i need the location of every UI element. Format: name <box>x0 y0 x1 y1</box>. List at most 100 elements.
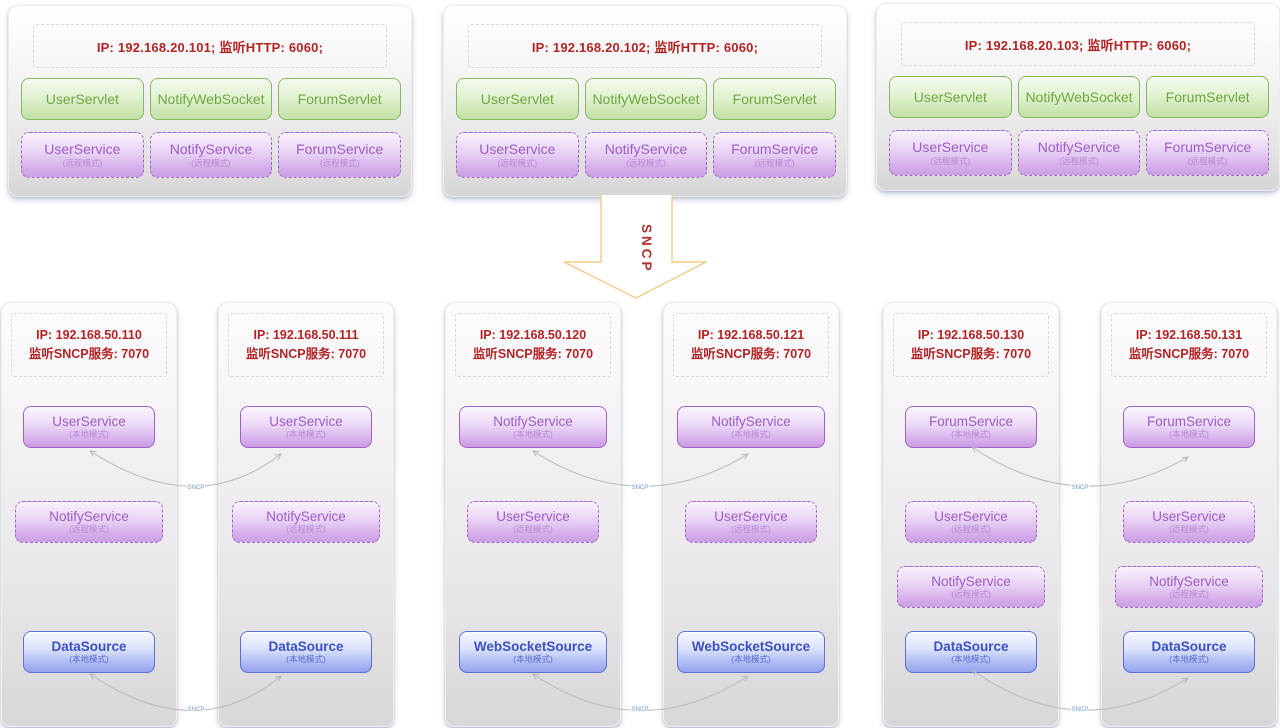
service-name: NotifyService <box>931 573 1011 589</box>
ip-header: IP: 192.168.20.103; 监听HTTP: 6060; <box>901 22 1255 66</box>
service-mode: (远程模式) <box>626 157 666 168</box>
remote-service-box: NotifyService(远程模式) <box>1115 566 1263 608</box>
service-name: NotifyService <box>1037 139 1121 156</box>
ip-line-1: IP: 192.168.50.120 <box>479 327 587 342</box>
ip-header: IP: 192.168.50.131 监听SNCP服务: 7070 <box>1111 313 1267 377</box>
ip-line-2: 监听SNCP服务: 7070 <box>1128 347 1250 361</box>
local-service-box: NotifyService(本地模式) <box>677 406 825 448</box>
service-name: ForumService <box>731 141 819 158</box>
source-service-box: DataSource(本地模式) <box>23 631 155 673</box>
remote-service-box: ForumService(远程模式) <box>713 132 837 178</box>
service-mode: (本地模式) <box>69 429 109 440</box>
service-mode: (本地模式) <box>69 654 109 665</box>
remote-service-box: NotifyService(远程模式) <box>897 566 1045 608</box>
service-name: WebSocketSource <box>691 638 811 654</box>
service-mode: (远程模式) <box>951 524 991 535</box>
servlet-box: ForumServlet <box>713 78 837 120</box>
servlet-box: ForumServlet <box>1146 76 1270 118</box>
service-mode: (远程模式) <box>286 524 326 535</box>
service-mode: (本地模式) <box>951 429 991 440</box>
service-mode: (远程模式) <box>1169 524 1209 535</box>
remote-service-box: ForumService(远程模式) <box>278 132 402 178</box>
service-mode: (本地模式) <box>286 429 326 440</box>
ip-header: IP: 192.168.50.110 监听SNCP服务: 7070 <box>11 313 167 377</box>
sncp-connector-label: SNCP <box>188 485 205 491</box>
source-service-box: WebSocketSource(本地模式) <box>677 631 825 673</box>
ip-header: IP: 192.168.50.111 监听SNCP服务: 7070 <box>228 313 384 377</box>
ip-header: IP: 192.168.20.102; 监听HTTP: 6060; <box>468 24 822 68</box>
remote-service-box: NotifyService(远程模式) <box>232 501 380 543</box>
sncp-connector-label: SNCP <box>188 707 205 713</box>
service-name: ForumService <box>1146 413 1232 429</box>
remote-service-row: UserService(远程模式)NotifyService(远程模式)Foru… <box>456 132 837 178</box>
service-mode: (远程模式) <box>497 157 538 168</box>
remote-service-box: ForumService(远程模式) <box>1146 130 1270 176</box>
ip-line-1: IP: 192.168.50.110 <box>36 327 142 342</box>
service-name: ForumService <box>296 141 384 158</box>
app-server-node: IP: 192.168.20.102; 监听HTTP: 6060; UserSer… <box>443 5 847 197</box>
local-service-box: UserService(本地模式) <box>23 406 155 448</box>
service-name: NotifyService <box>493 413 573 429</box>
service-mode: (远程模式) <box>731 524 771 535</box>
service-name: DataSource <box>268 638 344 654</box>
service-name: DataSource <box>1151 638 1227 654</box>
ip-line-1: IP: 192.168.50.130 <box>917 327 1025 342</box>
service-name: NotifyService <box>604 141 688 158</box>
ip-line-2: 监听SNCP服务: 7070 <box>28 347 150 361</box>
service-name: ForumService <box>1164 139 1252 156</box>
sncp-connector-label: SNCP <box>632 707 649 713</box>
service-mode: (本地模式) <box>1169 654 1209 665</box>
ip-line-1: IP: 192.168.50.111 <box>253 327 359 342</box>
servlet-box: NotifyWebSocket <box>149 78 273 120</box>
ip-line-1: IP: 192.168.50.121 <box>697 327 805 342</box>
service-mode: (远程模式) <box>69 524 109 535</box>
service-mode: (远程模式) <box>951 589 991 600</box>
service-mode: (远程模式) <box>319 157 360 168</box>
service-mode: (远程模式) <box>62 157 103 168</box>
ip-line-2: 监听SNCP服务: 7070 <box>472 347 594 361</box>
app-server-node: IP: 192.168.20.103; 监听HTTP: 6060; UserSer… <box>876 3 1280 191</box>
ip-line-2: 监听SNCP服务: 7070 <box>690 347 812 361</box>
remote-service-box: UserService(远程模式) <box>685 501 817 543</box>
service-name: UserService <box>479 141 556 158</box>
service-name: NotifyService <box>1149 573 1229 589</box>
local-service-box: ForumService(本地模式) <box>905 406 1037 448</box>
local-service-box: NotifyService(本地模式) <box>459 406 607 448</box>
remote-service-box: NotifyService(远程模式) <box>149 132 273 178</box>
sncp-connector-label: SNCP <box>1072 485 1089 491</box>
service-mode: (远程模式) <box>1187 155 1228 166</box>
sncp-connector-label: SNCP <box>632 485 649 491</box>
servlet-box: NotifyWebSocket <box>1017 76 1141 118</box>
service-name: NotifyService <box>266 508 346 524</box>
service-name: DataSource <box>933 638 1009 654</box>
servlet-box: UserServlet <box>889 76 1012 118</box>
remote-service-box: NotifyService(远程模式) <box>584 132 708 178</box>
ip-header: IP: 192.168.50.121 监听SNCP服务: 7070 <box>673 313 829 377</box>
service-mode: (本地模式) <box>731 429 771 440</box>
remote-service-box: UserService(远程模式) <box>1123 501 1255 543</box>
remote-service-box: NotifyService(远程模式) <box>1017 130 1141 176</box>
service-mode: (本地模式) <box>1169 429 1209 440</box>
local-service-box: ForumService(本地模式) <box>1123 406 1255 448</box>
service-name: UserService <box>912 139 989 156</box>
service-name: NotifyService <box>169 141 253 158</box>
ip-line-2: 监听SNCP服务: 7070 <box>245 347 367 361</box>
ip-header: IP: 192.168.50.120 监听SNCP服务: 7070 <box>455 313 611 377</box>
local-service-box: UserService(本地模式) <box>240 406 372 448</box>
service-mode: (远程模式) <box>513 524 553 535</box>
service-name: ForumService <box>928 413 1014 429</box>
service-name: NotifyService <box>711 413 791 429</box>
service-mode: (本地模式) <box>731 654 771 665</box>
service-name: UserService <box>44 141 121 158</box>
service-name: UserService <box>269 413 343 429</box>
sncp-connector-label: SNCP <box>1072 707 1089 713</box>
servlet-box: UserServlet <box>21 78 144 120</box>
service-name: WebSocketSource <box>473 638 593 654</box>
ip-line-1: IP: 192.168.50.131 <box>1135 327 1243 342</box>
service-name: UserService <box>1152 508 1226 524</box>
